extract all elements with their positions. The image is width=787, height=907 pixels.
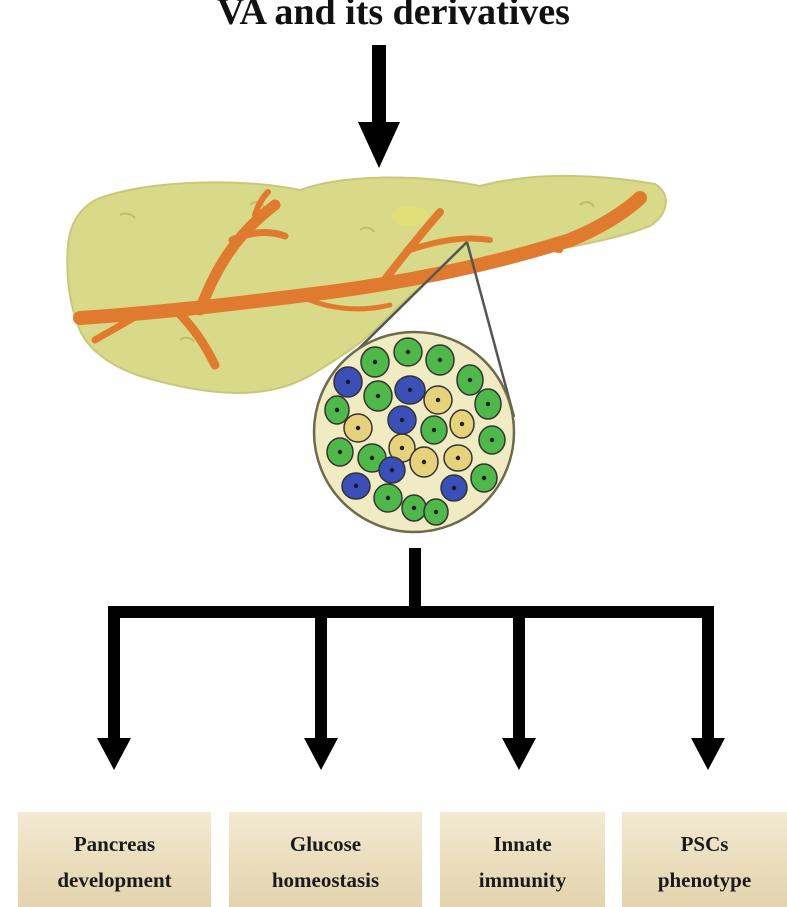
pancreatic-duct [73,189,647,370]
outcome-label: Pancreas development [57,831,172,892]
outcome-box-pscs-phenotype: PSCs phenotype [622,812,787,907]
outcome-label: Glucose homeostasis [271,831,380,892]
outcome-label: PSCs phenotype [657,831,752,892]
input-arrow [358,45,400,168]
outcome-label: Innate immunity [478,831,567,892]
outcome-box-glucose-homeostasis: Glucose homeostasis [229,812,422,907]
outcome-box-pancreas-development: Pancreas development [18,812,211,907]
islet-cluster [312,330,516,534]
outcome-branch-tree [97,548,725,770]
diagram-title: VA and its derivatives [217,0,570,33]
outcome-box-innate-immunity: Innate immunity [440,812,605,907]
